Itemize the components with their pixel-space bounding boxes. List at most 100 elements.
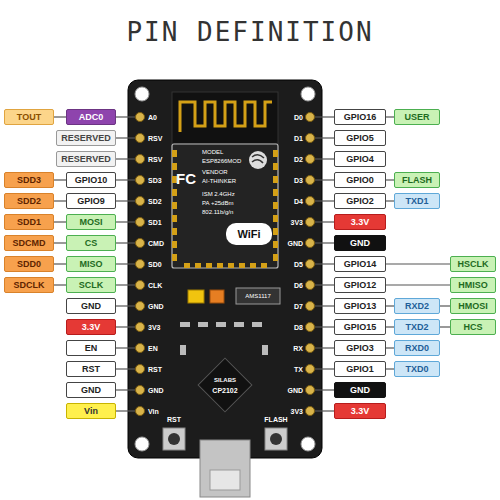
pin-name: D7 xyxy=(294,303,303,310)
module-pad xyxy=(273,241,278,248)
module-pad xyxy=(273,215,278,222)
connector-line xyxy=(54,263,66,264)
module-pad xyxy=(273,163,278,170)
power-box: 3.3V xyxy=(334,403,386,419)
pin-function: GPIO9 xyxy=(77,197,105,206)
header-pin xyxy=(136,239,145,248)
connector-line xyxy=(386,305,394,306)
connector-line xyxy=(54,284,66,285)
pin-name: SD2 xyxy=(148,198,162,205)
leader-line xyxy=(314,263,334,264)
spi-box: MOSI xyxy=(66,214,116,230)
pin-function: GPIO16 xyxy=(344,113,377,122)
leader-line xyxy=(314,305,334,306)
sd-box: SDCLK xyxy=(4,277,54,293)
header-pin xyxy=(136,407,145,416)
header-pin xyxy=(136,386,145,395)
smd-part xyxy=(234,322,244,327)
mounting-hole xyxy=(135,87,149,101)
pin-function: MISO xyxy=(79,260,102,269)
leader-line xyxy=(116,284,136,285)
connector-line xyxy=(54,179,66,180)
leader-line xyxy=(116,137,136,138)
header-pin xyxy=(306,260,315,269)
module-pad xyxy=(172,241,177,248)
pin-function: TXD0 xyxy=(405,365,428,374)
header-pin xyxy=(306,197,315,206)
pin-function: RESERVED xyxy=(61,134,110,143)
pin-function: FLASH xyxy=(402,176,432,185)
spi-box: SCLK xyxy=(66,277,116,293)
gpio-box: GPIO5 xyxy=(334,130,386,146)
leader-line xyxy=(116,263,136,264)
pcb-board xyxy=(128,80,322,458)
pin-name: D0 xyxy=(294,114,303,121)
sd-box: SDCMD xyxy=(4,235,54,251)
module-pad xyxy=(217,263,223,268)
module-text: VENDOR xyxy=(202,169,228,175)
chip-marking: CP2102 xyxy=(212,387,237,394)
connector-line xyxy=(54,116,66,117)
pin-function: USER xyxy=(404,113,429,122)
smd-part xyxy=(216,322,226,327)
pin-function: GPIO3 xyxy=(346,344,374,353)
header-pin xyxy=(136,218,145,227)
pin-repeats xyxy=(116,113,334,416)
pin-function: CS xyxy=(85,239,98,248)
ground-box: GND xyxy=(334,382,386,398)
uart-box: RXD2 xyxy=(394,298,440,314)
module-pad xyxy=(172,163,177,170)
pin-function: TXD2 xyxy=(405,323,428,332)
module-text: MODEL xyxy=(202,149,223,155)
module-pad xyxy=(206,263,212,268)
mounting-hole xyxy=(301,437,315,451)
pin-function: GPIO12 xyxy=(344,281,377,290)
spi-box: MISO xyxy=(66,256,116,272)
capacitor xyxy=(188,290,204,303)
smd-part xyxy=(198,322,208,327)
header-pin xyxy=(136,176,145,185)
usb-connector-inner xyxy=(210,470,240,490)
rst-button xyxy=(163,428,185,450)
pin-name: D3 xyxy=(294,177,303,184)
spi-box: HSCLK xyxy=(450,256,496,272)
gpio-box: GPIO3 xyxy=(334,340,386,356)
leader-line xyxy=(116,389,136,390)
gpio-box: RST xyxy=(66,361,116,377)
sd-box: SDD0 xyxy=(4,256,54,272)
gpio-box: GPIO12 xyxy=(334,277,386,293)
leader-line xyxy=(314,284,334,285)
header-pin xyxy=(136,197,145,206)
sd-box: SDD3 xyxy=(4,172,54,188)
header-pin xyxy=(136,134,145,143)
pin-function: HCS xyxy=(463,323,482,332)
sd-box: SDD2 xyxy=(4,193,54,209)
connector-line xyxy=(54,200,66,201)
chip-marking: SILABS xyxy=(214,377,236,383)
leader-line xyxy=(314,368,334,369)
module-pad xyxy=(228,263,234,268)
regulator-chip xyxy=(236,288,280,304)
gpio-box: GPIO13 xyxy=(334,298,386,314)
spi-box: HCS xyxy=(450,319,496,335)
gpio-box: GND xyxy=(66,298,116,314)
header-pin xyxy=(306,407,315,416)
smd-part xyxy=(252,322,262,327)
pin-function: Vin xyxy=(84,407,98,416)
pin-name: SD3 xyxy=(148,177,162,184)
pin-function: RESERVED xyxy=(61,155,110,164)
module-pad xyxy=(195,263,201,268)
leader-line xyxy=(116,116,136,117)
pin-function: GND xyxy=(81,386,101,395)
flash-button xyxy=(265,428,287,450)
pin-function: GPIO10 xyxy=(75,176,108,185)
pin-function: 3.3V xyxy=(82,323,101,332)
ground-box: GND xyxy=(334,235,386,251)
leader-line xyxy=(314,200,334,201)
gpio-box: GPIO16 xyxy=(334,109,386,125)
pin-name: RX xyxy=(293,345,303,352)
pin-function: RST xyxy=(82,365,100,374)
leader-line xyxy=(314,221,334,222)
mounting-hole xyxy=(301,87,315,101)
flash-button-cap xyxy=(270,433,282,445)
